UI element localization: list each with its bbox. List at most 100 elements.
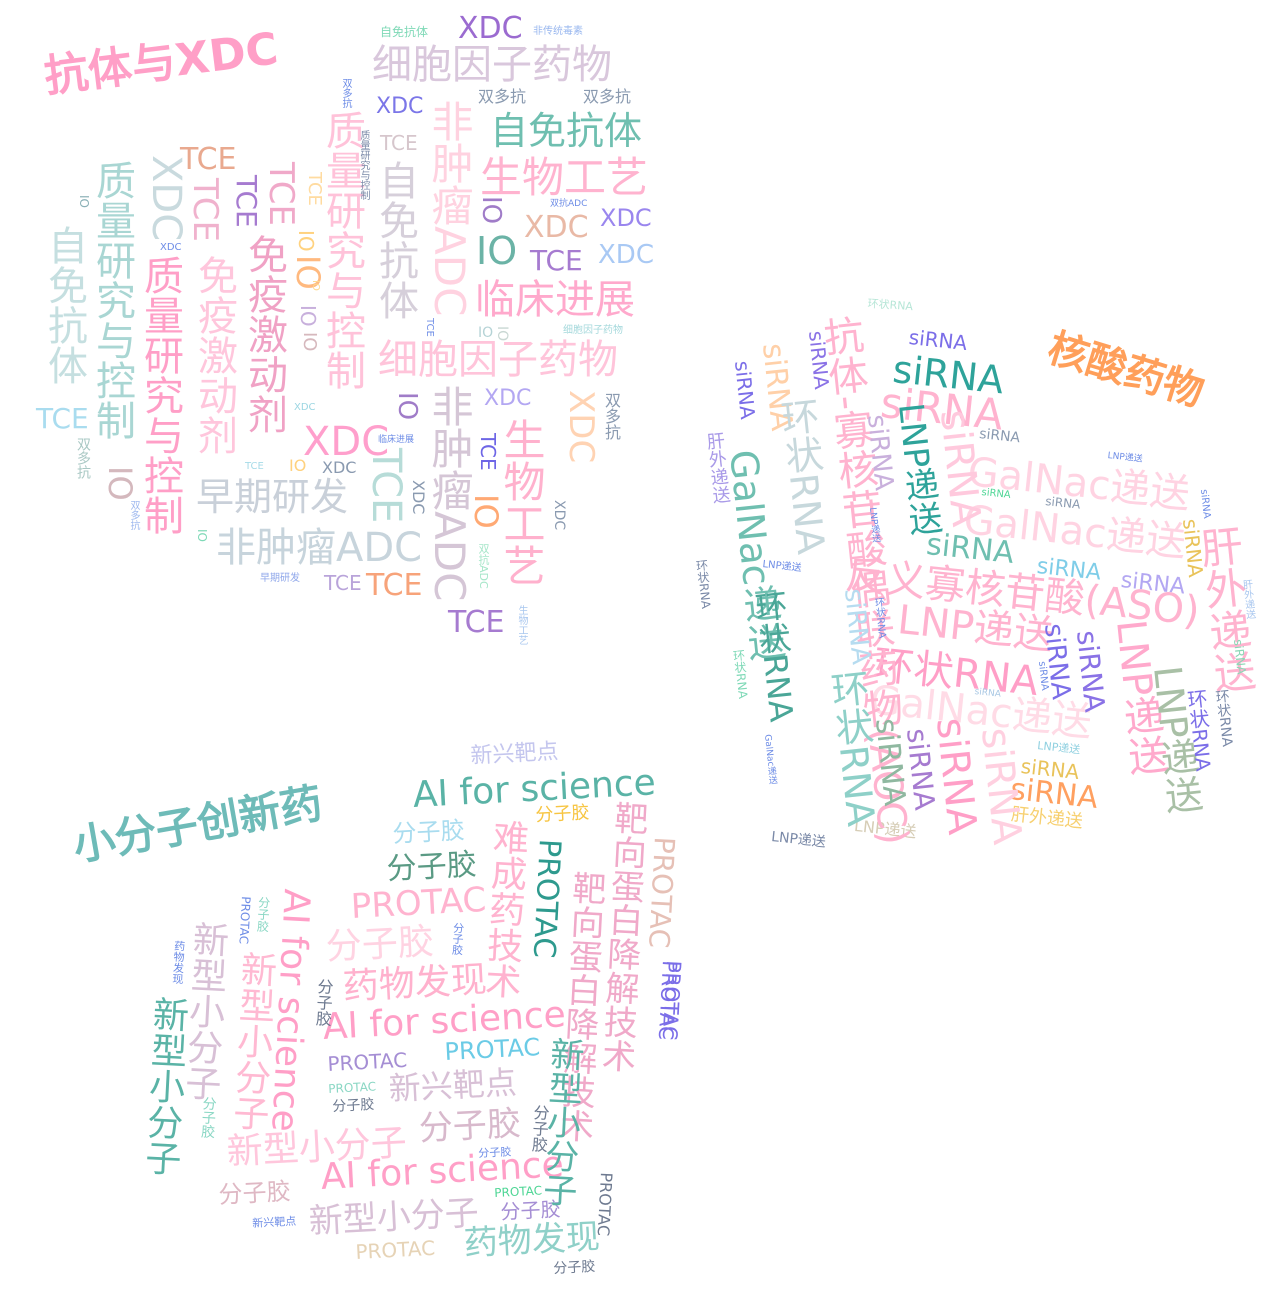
word-vertical: IO	[299, 332, 320, 352]
word-vertical: IO	[392, 392, 422, 421]
word-vertical: siRNA	[1198, 488, 1212, 520]
word-vertical: XDC	[551, 500, 567, 531]
word-vertical: TCE	[185, 178, 225, 242]
word-horizontal: 新兴靶点	[387, 1063, 518, 1108]
word-vertical: 新型小分子	[226, 949, 277, 1132]
word-vertical: XDC	[143, 155, 189, 242]
word-vertical: 双多抗	[75, 437, 91, 479]
word-horizontal: 自免抗体	[380, 25, 429, 39]
word-horizontal: 双多抗	[583, 87, 632, 106]
word-horizontal: 非肿瘤ADC	[216, 525, 423, 571]
word-horizontal: XDC	[600, 204, 652, 232]
word-vertical: 自免抗体	[41, 225, 87, 385]
word-vertical: GalNac递送	[762, 733, 778, 785]
word-vertical: IO	[289, 255, 327, 290]
word-horizontal: PROTAC	[349, 879, 488, 927]
word-vertical: IO	[101, 466, 139, 501]
word-vertical: 双多抗	[128, 500, 139, 530]
word-vertical: 环状RNA	[694, 558, 714, 610]
cluster-title-antibody-xdc: 抗体与XDC	[41, 23, 281, 103]
word-vertical: 免疫激动剂	[191, 255, 237, 455]
word-horizontal: 药物发现	[462, 1216, 601, 1264]
word-horizontal: XDC	[322, 458, 357, 477]
word-horizontal: IO	[478, 325, 494, 341]
word-vertical: 药物发现	[170, 939, 186, 985]
word-vertical: PROTAC	[642, 835, 681, 950]
word-vertical: IO	[294, 230, 318, 252]
word-horizontal: 细胞因子药物	[372, 42, 612, 88]
word-horizontal: 双抗ADC	[550, 199, 588, 209]
word-horizontal: TCE	[180, 142, 237, 177]
word-horizontal: TCE	[245, 461, 264, 472]
word-horizontal: 早期研发	[260, 573, 300, 584]
word-horizontal: 生物工艺	[480, 153, 649, 202]
word-horizontal: 自免抗体	[490, 109, 643, 153]
word-vertical: TCE	[424, 318, 435, 337]
word-vertical: 分子胶	[312, 977, 334, 1027]
word-horizontal: XDC	[160, 242, 182, 253]
word-vertical: PROTAC	[236, 895, 253, 945]
word-vertical: siRNA	[931, 407, 989, 529]
word-horizontal: PROTAC	[354, 1235, 436, 1264]
word-vertical: siRNA	[1036, 660, 1050, 692]
word-horizontal: 双多抗	[478, 87, 527, 106]
word-vertical: IO	[476, 196, 506, 225]
word-horizontal: XDC	[524, 210, 589, 245]
word-horizontal: PROTAC	[493, 1183, 543, 1200]
word-horizontal: 分子胶	[217, 1177, 292, 1209]
word-horizontal: 早期研发	[196, 475, 349, 519]
word-horizontal: TCE	[380, 131, 418, 155]
word-horizontal: 分子胶	[552, 1258, 596, 1277]
word-horizontal: 临床进展	[475, 277, 635, 323]
word-vertical: TCE	[304, 172, 325, 206]
word-vertical: 自免抗体	[372, 160, 418, 320]
word-vertical: 新型小分子	[138, 994, 189, 1177]
word-horizontal: 新型小分子	[307, 1193, 480, 1242]
word-horizontal: IO	[289, 456, 307, 475]
word-horizontal: XDC	[458, 11, 523, 46]
word-vertical: 环状RNA	[773, 395, 834, 557]
word-horizontal: 分子胶	[324, 921, 435, 968]
word-vertical: 双抗ADC	[477, 543, 490, 589]
word-vertical: siRNA	[730, 359, 760, 421]
word-horizontal: PROTAC	[443, 1032, 541, 1066]
word-horizontal: IO	[476, 229, 518, 273]
word-horizontal: 分子胶	[385, 847, 478, 887]
word-vertical: IO	[310, 280, 321, 291]
word-horizontal: 分子胶	[534, 802, 590, 826]
word-horizontal: TCE	[448, 605, 505, 640]
word-horizontal: 分子胶	[391, 816, 466, 848]
word-horizontal: TCE	[530, 244, 583, 277]
word-vertical: 免疫激动剂	[241, 234, 287, 434]
word-vertical: PROTAC	[593, 1171, 616, 1237]
cluster-title-nucleic-acid: 核酸药物	[1042, 325, 1209, 416]
word-horizontal: 新兴靶点	[469, 739, 560, 769]
word-vertical: 质量研究与控制	[89, 160, 135, 440]
word-horizontal: 非传统毒素	[533, 26, 583, 37]
word-vertical: 质量研究与控制	[358, 130, 369, 200]
word-vertical: TCE	[476, 433, 500, 471]
word-horizontal: PROTAC	[327, 1079, 377, 1096]
word-horizontal: TCE	[324, 571, 362, 595]
word-vertical: 环状RNA	[749, 588, 801, 724]
word-horizontal: TCE	[36, 402, 89, 435]
word-vertical: IO	[494, 326, 510, 342]
word-vertical: 生物工艺	[497, 418, 546, 586]
word-horizontal: 临床进展	[378, 435, 415, 445]
word-vertical: siRNA	[1178, 517, 1208, 579]
word-vertical: PROTAC	[653, 959, 682, 1041]
word-vertical: siRNA	[972, 725, 1030, 847]
word-horizontal: 新兴靶点	[251, 1214, 297, 1230]
word-vertical: XDC	[409, 480, 428, 515]
word-horizontal: XDC	[598, 240, 654, 270]
word-vertical: 环状RNA	[1213, 688, 1235, 748]
word-horizontal: LNP递送	[1036, 739, 1081, 757]
word-vertical: siRNA	[1070, 628, 1112, 714]
word-vertical: siRNA	[838, 587, 876, 666]
word-vertical: TCE	[230, 175, 263, 228]
word-horizontal: 细胞因子药物	[563, 325, 623, 336]
word-vertical: IO	[77, 195, 91, 208]
word-vertical: 非肿瘤ADC	[425, 100, 474, 317]
word-vertical: XDC	[561, 390, 601, 464]
